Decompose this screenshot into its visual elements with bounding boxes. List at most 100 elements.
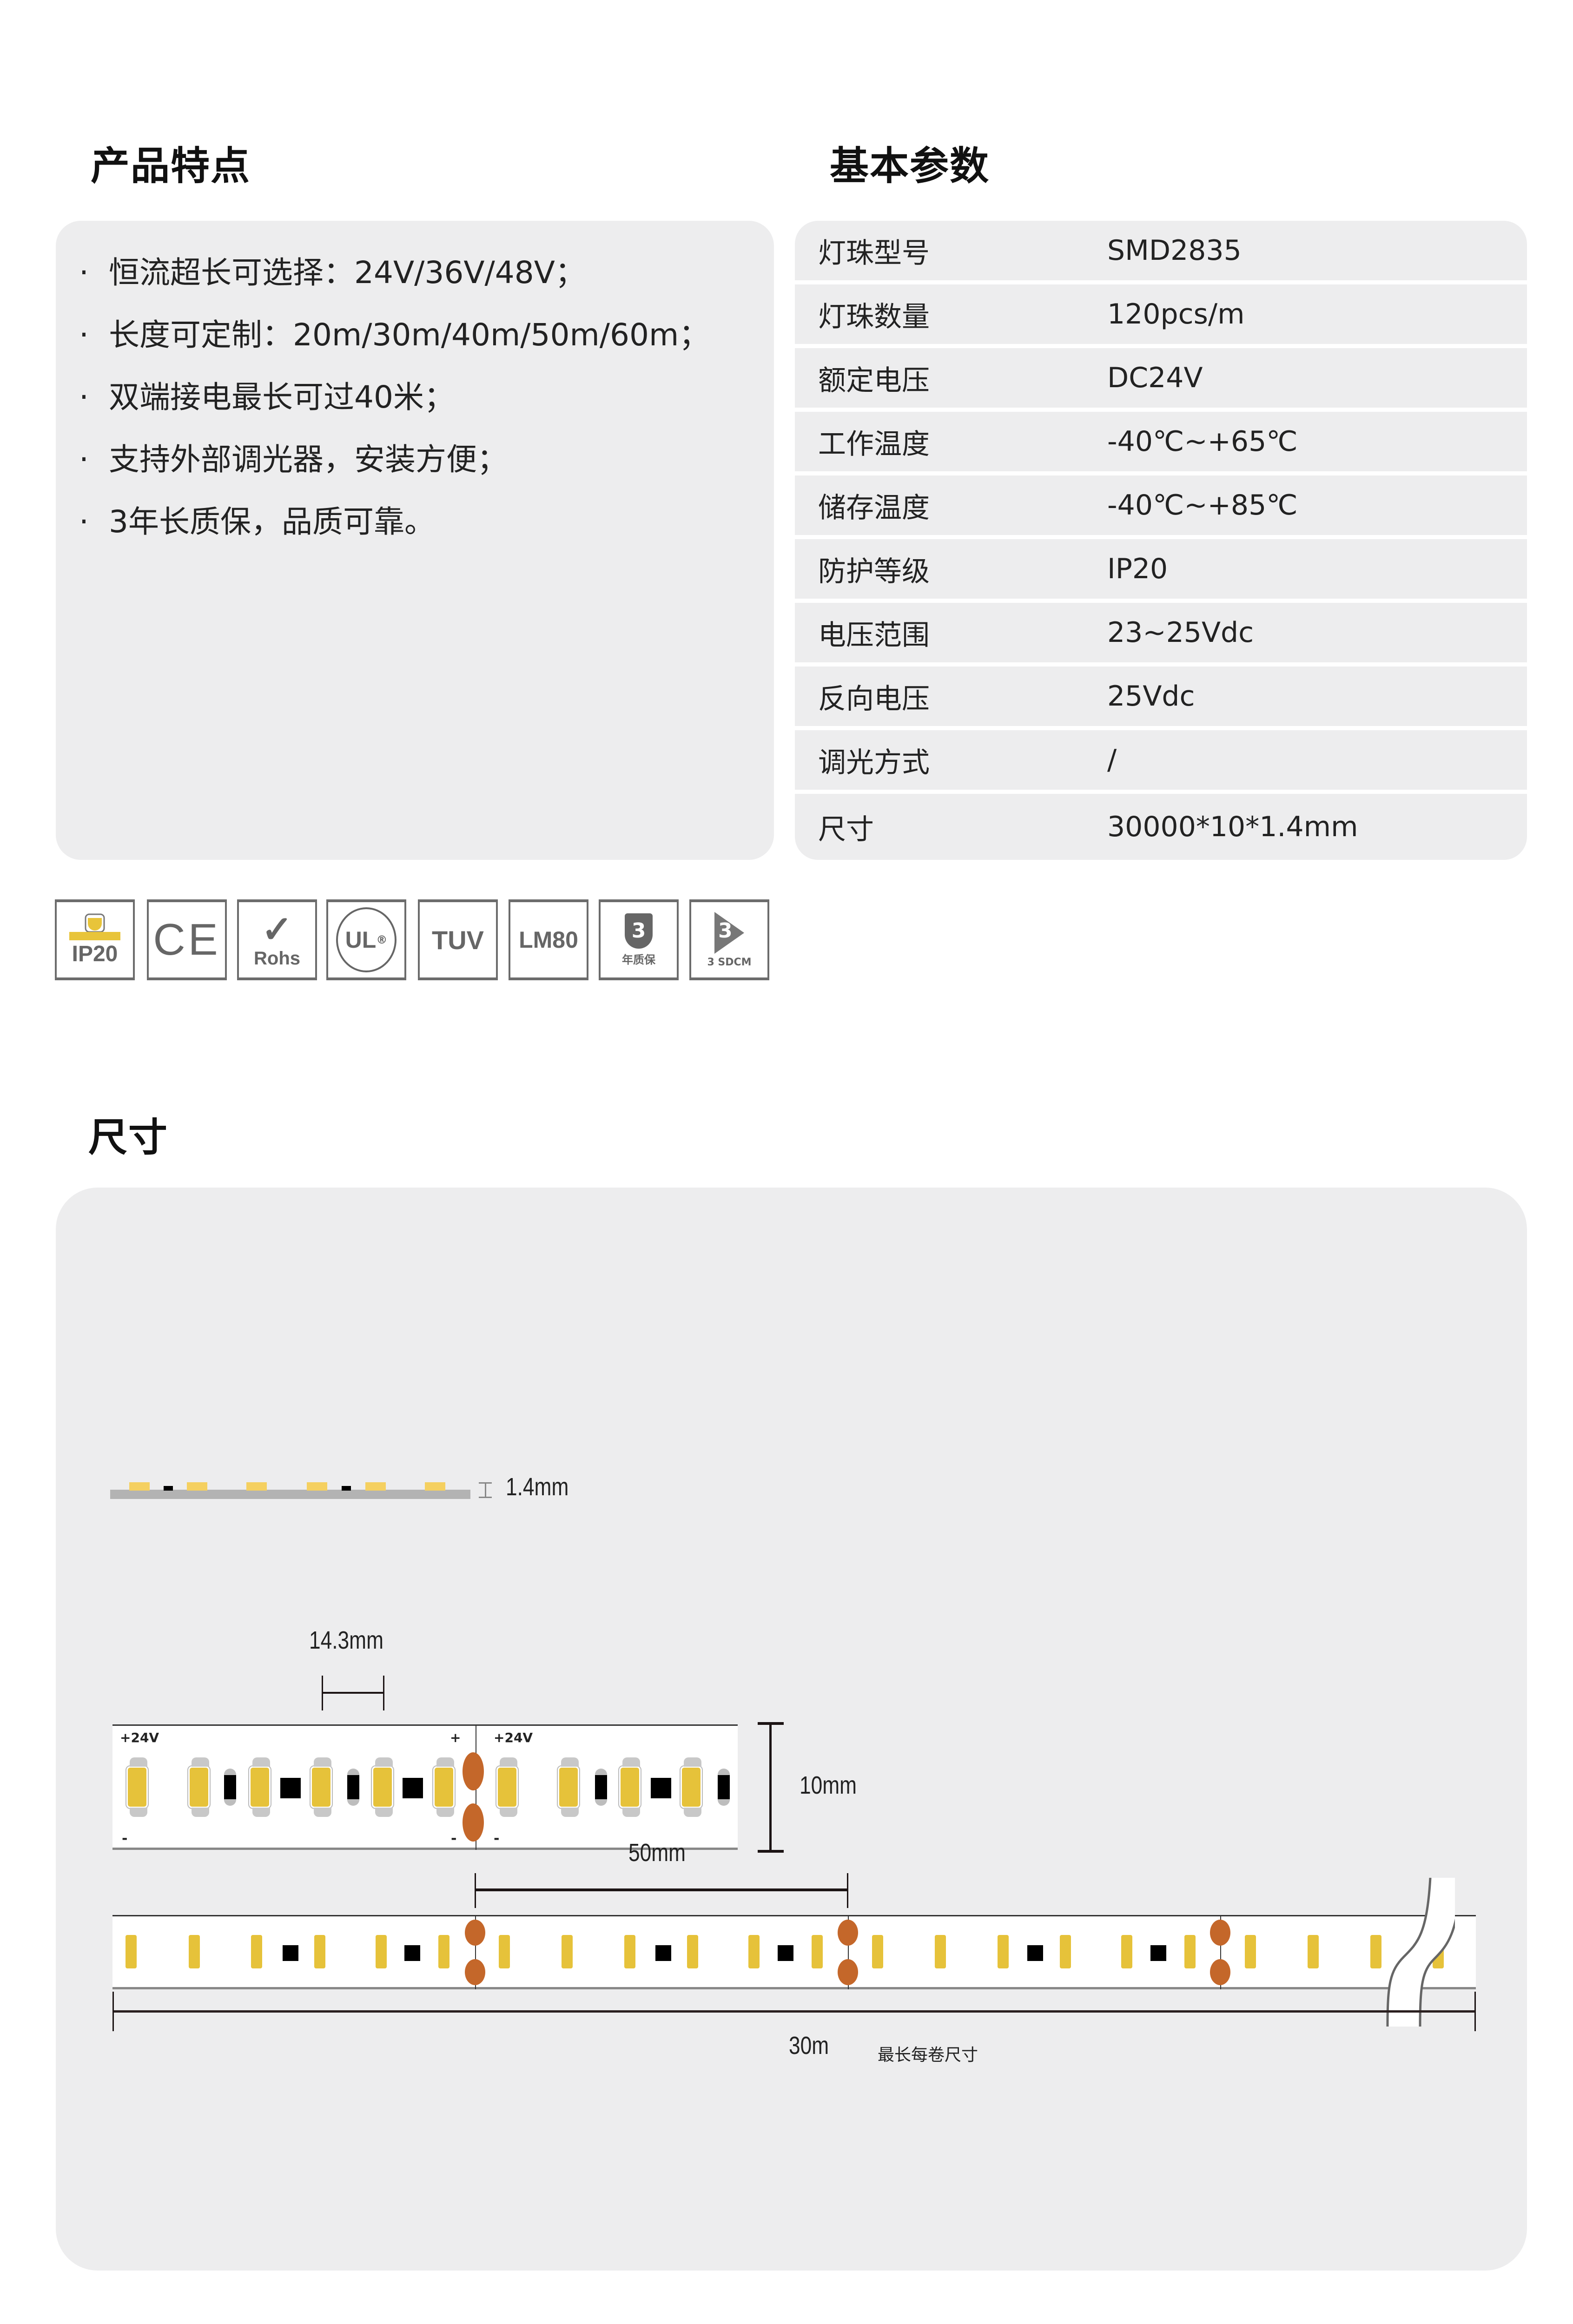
led-chip	[126, 1935, 137, 1968]
badge-label: UL	[345, 927, 377, 953]
feature-text: 3年长质保，品质可靠。	[109, 504, 435, 540]
thickness-marker-bottom	[479, 1497, 492, 1498]
badge-label: CE	[153, 915, 221, 964]
param-row: 调光方式/	[795, 730, 1527, 790]
led-chip	[499, 1935, 510, 1968]
led-chip	[1245, 1935, 1256, 1968]
rohs-icon: ✓ Rohs	[237, 899, 317, 980]
led-chip	[438, 1935, 449, 1968]
param-value: SMD2835	[1107, 234, 1242, 267]
bullet: ·	[79, 379, 89, 415]
feature-item: · 长度可定制：20m/30m/40m/50m/60m；	[79, 304, 709, 366]
warranty-shield-icon: 3 年质保	[599, 899, 679, 980]
shield-glyph: 3	[625, 913, 653, 949]
led-chip	[1370, 1935, 1381, 1968]
led-chip	[376, 1935, 387, 1968]
param-value: 23~25Vdc	[1107, 616, 1254, 649]
feature-text: 支持外部调光器，安装方便；	[109, 442, 508, 477]
badge-label: LM80	[519, 927, 578, 953]
cut-marker-line	[475, 1888, 848, 1891]
cut-length-label: 50mm	[628, 1839, 686, 1867]
param-value: DC24V	[1107, 362, 1203, 394]
led-chip	[310, 1757, 333, 1817]
led-pitch-label: 14.3mm	[309, 1626, 383, 1654]
params-title: 基本参数	[830, 143, 990, 189]
thickness-label: 1.4mm	[506, 1473, 569, 1501]
lm80-icon: LM80	[509, 899, 588, 980]
cut-line	[848, 1915, 849, 1989]
param-key: 防护等级	[818, 555, 930, 588]
features-title: 产品特点	[91, 143, 251, 189]
param-row: 储存温度 -40℃~+85℃	[795, 475, 1527, 535]
thickness-marker	[485, 1483, 486, 1498]
led-chip	[998, 1935, 1009, 1968]
led-chip	[187, 1757, 211, 1817]
ul-circle: UL®	[336, 907, 397, 972]
side-led	[307, 1482, 327, 1491]
feature-text: 长度可定制：20m/30m/40m/50m/60m；	[109, 317, 710, 353]
solder-pad	[838, 1920, 858, 1946]
voltage-label: +24V	[120, 1730, 159, 1745]
solder-pad	[1210, 1959, 1230, 1985]
led-chip	[618, 1757, 641, 1817]
ic-chip	[403, 1778, 423, 1798]
badge-sub-label: 年质保	[622, 953, 655, 966]
ul-icon: UL®	[326, 899, 406, 980]
total-length-right	[1474, 1992, 1476, 2031]
badge-sub-label: 3 SDCM	[707, 956, 752, 968]
ic-chip	[280, 1778, 301, 1798]
feature-item: ·支持外部调光器，安装方便；	[79, 429, 709, 491]
resistor	[595, 1769, 607, 1806]
ip20-icon: IP20	[55, 899, 135, 980]
side-led	[129, 1482, 150, 1491]
param-key: 调光方式	[818, 746, 930, 779]
led-chip	[1121, 1935, 1132, 1968]
total-length-note: 最长每卷尺寸	[878, 2046, 978, 2065]
ic-chip	[655, 1945, 671, 1961]
ic-chip	[404, 1945, 420, 1961]
feature-text: 双端接电最长可过40米；	[109, 379, 455, 415]
total-length-line	[112, 2010, 1476, 2013]
led-chip	[812, 1935, 823, 1968]
solder-pad	[465, 1959, 485, 1985]
solder-pad	[838, 1959, 858, 1985]
solder-pad	[1210, 1920, 1230, 1946]
param-key: 储存温度	[818, 491, 930, 524]
param-key: 灯珠数量	[818, 300, 930, 333]
features-list: ·恒流超长可选择：24V/36V/48V； ·长度可定制：20m/30m/40m…	[79, 242, 709, 553]
led-chip	[1184, 1935, 1196, 1968]
led-chip	[680, 1757, 703, 1817]
ce-icon: CE	[147, 899, 227, 980]
solder-pad	[463, 1803, 484, 1842]
led-chip	[248, 1757, 271, 1817]
param-row: 工作温度-40℃~+65℃	[795, 412, 1527, 471]
features-card	[56, 221, 774, 860]
break-symbol-icon	[1386, 1878, 1455, 2027]
led-chip	[1060, 1935, 1071, 1968]
feature-item: · 双端接电最长可过40米；	[79, 366, 709, 429]
solder-pad	[463, 1752, 484, 1790]
param-key: 尺寸	[818, 813, 874, 846]
led-chip	[1308, 1935, 1319, 1968]
led-chip	[251, 1935, 262, 1968]
resistor	[224, 1769, 236, 1806]
tuv-icon: TUV	[418, 899, 498, 980]
badge-label: TUV	[432, 925, 484, 955]
side-ic	[342, 1486, 351, 1491]
ic-chip	[1027, 1945, 1043, 1961]
width-marker-bottom	[758, 1850, 784, 1853]
minus-label: -	[494, 1830, 500, 1847]
ic-chip	[1150, 1945, 1166, 1961]
bullet: ·	[79, 317, 89, 353]
param-value: 25Vdc	[1107, 680, 1195, 713]
led-chip	[314, 1935, 325, 1968]
width-marker	[769, 1722, 772, 1852]
badge-label: Rohs	[254, 948, 300, 969]
param-value: -40℃~+85℃	[1107, 489, 1298, 522]
led-chip	[624, 1935, 635, 1968]
